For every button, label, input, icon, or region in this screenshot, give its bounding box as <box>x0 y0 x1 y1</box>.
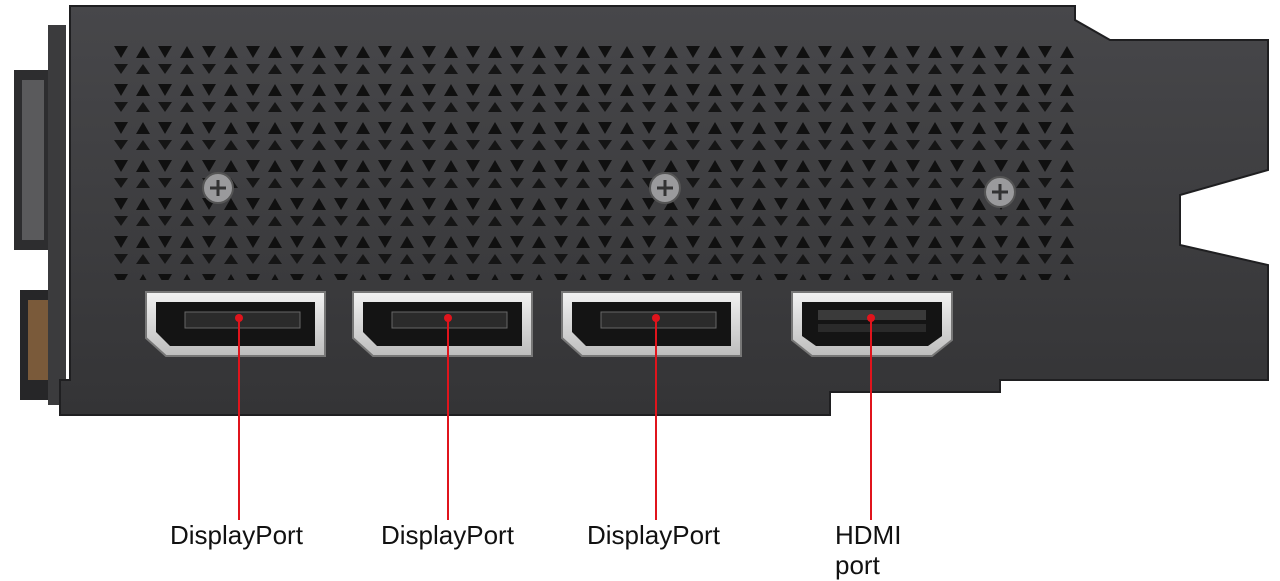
port-label-line1: DisplayPort <box>587 520 720 550</box>
port-label-line1: DisplayPort <box>381 520 514 550</box>
port-label-displayport-1: DisplayPort <box>170 520 303 550</box>
displayport-connector-icon <box>352 291 533 357</box>
callout-line-hdmi <box>867 314 875 520</box>
port-label-displayport-3: DisplayPort <box>587 520 720 550</box>
port-label-displayport-2: DisplayPort <box>381 520 514 550</box>
screw-icon <box>649 172 681 204</box>
callout-line-displayport-2 <box>444 314 452 520</box>
cooler-edge <box>14 25 66 405</box>
port-label-line1: DisplayPort <box>170 520 303 550</box>
displayport-connector-icon <box>145 291 326 357</box>
vent-grille <box>110 40 1080 280</box>
screw-icon <box>984 176 1016 208</box>
callout-line-displayport-3 <box>652 314 660 520</box>
displayport-connector-icon <box>561 291 742 357</box>
port-label-line1: HDMI <box>835 520 902 550</box>
callout-line-displayport-1 <box>235 314 243 520</box>
screw-icon <box>202 172 234 204</box>
port-label-hdmi: HDMI port <box>835 520 901 580</box>
port-label-line2: port <box>835 550 880 580</box>
